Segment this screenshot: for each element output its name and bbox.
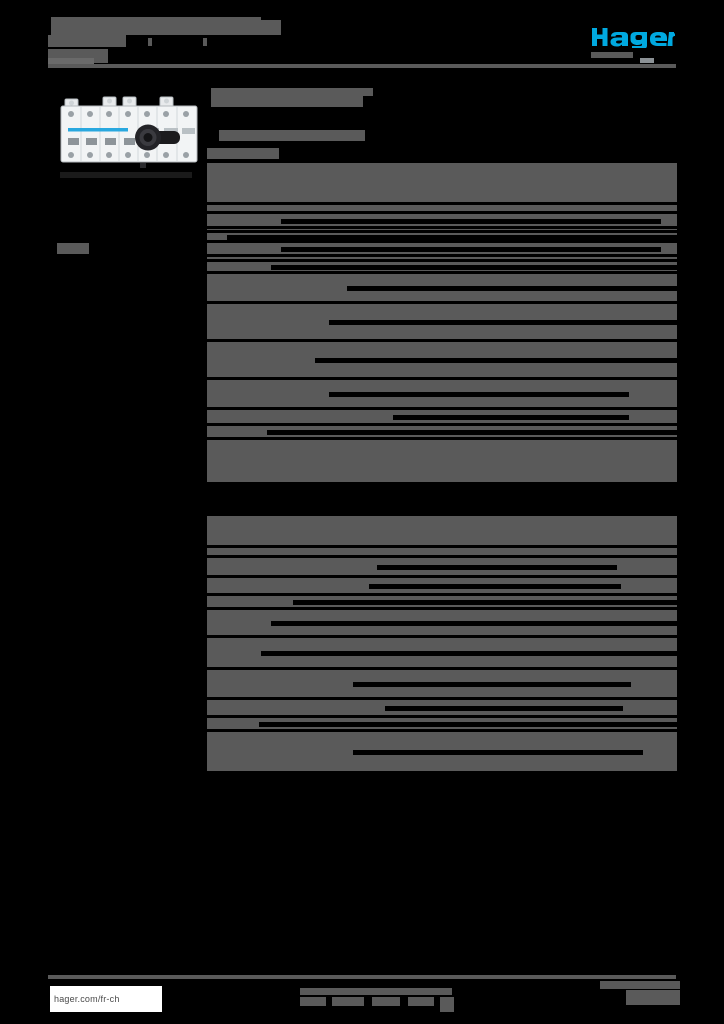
table-cell-value	[271, 265, 677, 270]
table-row	[207, 578, 677, 596]
header-rule-tick-right	[640, 58, 654, 63]
section-heading-mark-3	[357, 88, 373, 96]
table-row	[207, 274, 677, 304]
table-cell-value	[281, 219, 661, 224]
table-row	[207, 670, 677, 700]
product-caption	[57, 243, 89, 254]
section-heading-mark-1	[314, 88, 332, 96]
row-separator	[207, 259, 677, 262]
table-cell-value	[347, 286, 677, 291]
table-row	[207, 380, 677, 410]
table-row	[207, 304, 677, 342]
section-subheading	[219, 130, 365, 141]
table-row	[207, 243, 677, 257]
table-cell-value	[329, 392, 629, 397]
row-separator	[207, 575, 677, 578]
row-separator	[207, 407, 677, 410]
table-section-label	[207, 148, 279, 159]
row-separator	[207, 226, 677, 229]
row-separator	[207, 377, 677, 380]
table-row	[207, 233, 677, 243]
table-cell-value	[293, 600, 677, 605]
row-separator	[207, 254, 677, 257]
table-cell-value	[261, 651, 677, 656]
main-column	[207, 88, 677, 107]
hager-logo	[591, 26, 675, 48]
row-separator	[207, 230, 677, 233]
table-row	[207, 732, 677, 774]
table-cell-value	[227, 235, 677, 240]
table-cell-value	[353, 682, 631, 687]
row-separator	[207, 729, 677, 732]
table-row	[207, 262, 677, 274]
table-row	[207, 700, 677, 718]
section-heading-mark-2	[338, 88, 352, 96]
table-row	[207, 229, 677, 233]
row-separator	[207, 437, 677, 440]
header-rule-tick-left	[48, 58, 94, 64]
table-row	[207, 214, 677, 229]
row-separator	[207, 555, 677, 558]
document-subtitle	[48, 35, 126, 47]
table-cell-value	[393, 415, 629, 420]
table-cell-value	[353, 750, 643, 755]
table-row	[207, 516, 677, 548]
row-separator	[207, 607, 677, 610]
table-cell-value	[267, 430, 677, 435]
row-separator	[207, 545, 677, 548]
document-title-word-3	[184, 20, 224, 35]
row-separator	[207, 271, 677, 274]
table-cell-value	[281, 247, 661, 252]
table-cell-value	[329, 320, 677, 325]
table-row	[207, 610, 677, 638]
table-cell-value	[369, 584, 621, 589]
row-separator	[207, 593, 677, 596]
row-separator	[207, 667, 677, 670]
table-row	[207, 342, 677, 380]
table-row	[207, 440, 677, 485]
table-row	[207, 548, 677, 558]
document-title-word-2	[121, 20, 179, 35]
table-cell-value	[377, 565, 617, 570]
table-cell-value	[259, 722, 677, 727]
row-separator	[207, 635, 677, 638]
footer-divider	[48, 975, 676, 979]
table-row	[207, 596, 677, 610]
product-image	[57, 92, 201, 176]
table-row	[207, 410, 677, 426]
specification-table-1	[207, 163, 677, 485]
row-separator	[207, 301, 677, 304]
row-separator	[207, 482, 677, 485]
product-image-shadow	[60, 172, 192, 178]
table-cell-value	[271, 621, 677, 626]
footer-url-box[interactable]: hager.com/fr-ch	[50, 986, 162, 1012]
specification-table-2	[207, 516, 677, 774]
page-header	[48, 14, 676, 66]
header-divider	[48, 64, 676, 68]
row-separator	[207, 423, 677, 426]
logo-tagline	[591, 52, 633, 58]
row-separator	[207, 339, 677, 342]
subtitle-mark-1	[148, 38, 152, 46]
table-row	[207, 638, 677, 670]
row-separator	[207, 211, 677, 214]
row-separator	[207, 202, 677, 205]
table-cell-value	[315, 358, 677, 363]
footer-url: hager.com/fr-ch	[54, 994, 120, 1004]
table-row	[207, 426, 677, 440]
subtitle-mark-2	[203, 38, 207, 46]
row-separator	[207, 715, 677, 718]
table-row	[207, 163, 677, 205]
document-title-word-4	[231, 20, 281, 35]
row-separator	[207, 771, 677, 774]
table-row	[207, 558, 677, 578]
table-row	[207, 718, 677, 732]
row-separator	[207, 240, 677, 243]
row-separator	[207, 697, 677, 700]
table-row	[207, 257, 677, 262]
table-cell-value	[385, 706, 623, 711]
table-row	[207, 205, 677, 214]
